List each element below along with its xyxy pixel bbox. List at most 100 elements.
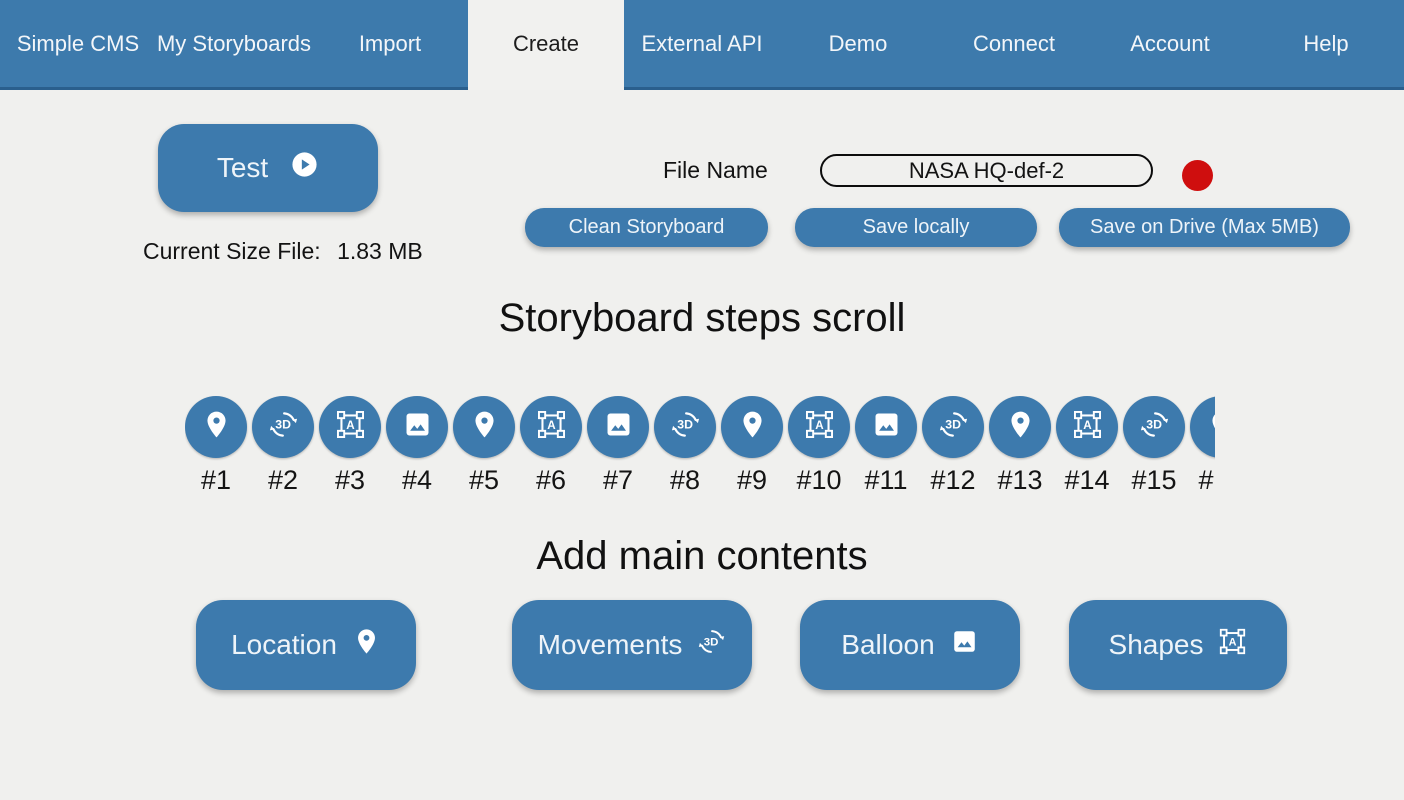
storyboard-step-label: #13	[997, 465, 1043, 495]
nav-item-label: Simple CMS	[16, 30, 140, 56]
3d-rotation-icon: 3D	[697, 627, 726, 663]
storyboard-step: 3D #2	[252, 396, 314, 496]
storyboard-step: 3D #15	[1123, 396, 1185, 496]
content-button-label: Movements	[537, 629, 683, 660]
svg-text:3D: 3D	[704, 636, 719, 648]
nav-item-label: Demo	[828, 30, 888, 56]
storyboard-step-label: #10	[796, 465, 842, 495]
nav-item-label: My Storyboards	[156, 30, 312, 56]
storyboard-step-circle[interactable]	[185, 396, 247, 458]
storyboard-step: #11	[855, 396, 917, 496]
storyboard-step: #16	[1190, 396, 1215, 496]
nav-item-my-storyboards[interactable]: My Storyboards	[156, 0, 312, 90]
nav-item-demo[interactable]: Demo	[780, 0, 936, 90]
save-on-drive-label: Save on Drive (Max 5MB)	[1090, 216, 1319, 238]
storyboard-step-circle[interactable]	[855, 396, 917, 458]
storyboard-step: #4	[386, 396, 448, 496]
storyboard-step-label: #2	[267, 465, 299, 495]
location-pin-icon	[1005, 409, 1036, 445]
save-locally-label: Save locally	[862, 216, 970, 238]
location-pin-icon	[201, 409, 232, 445]
storyboard-step-circle[interactable]: A	[319, 396, 381, 458]
save-locally-button[interactable]: Save locally	[795, 208, 1037, 247]
storyboard-steps-strip: #1 3D #2 A #3 #4 #5 A #6	[185, 396, 1215, 496]
storyboard-step: 3D #12	[922, 396, 984, 496]
svg-text:A: A	[547, 419, 556, 432]
svg-text:3D: 3D	[677, 418, 693, 432]
content-button-label: Shapes	[1108, 629, 1204, 660]
test-button[interactable]: Test	[158, 124, 378, 212]
current-size-file: Current Size File: 1.83 MB	[143, 238, 463, 265]
storyboard-step-label: #11	[864, 465, 908, 495]
storyboard-step-label: #5	[468, 465, 500, 495]
nav-item-label: Help	[1303, 30, 1349, 56]
location-button[interactable]: Location	[196, 600, 416, 690]
nav-item-account[interactable]: Account	[1092, 0, 1248, 90]
storyboard-steps-title: Storyboard steps scroll	[498, 296, 906, 340]
storyboard-step-circle[interactable]: 3D	[654, 396, 716, 458]
storyboard-step: A #3	[319, 396, 381, 496]
nav-item-label: External API	[641, 30, 763, 56]
storyboard-step: #1	[185, 396, 247, 496]
storyboard-steps-scroll[interactable]: #1 3D #2 A #3 #4 #5 A #6	[185, 396, 1215, 500]
content-button-label: Balloon	[841, 629, 935, 660]
storyboard-step-circle[interactable]	[587, 396, 649, 458]
svg-text:3D: 3D	[1146, 418, 1162, 432]
image-icon	[871, 409, 902, 445]
format-shapes-icon: A	[1218, 627, 1247, 663]
storyboard-step-circle[interactable]	[989, 396, 1051, 458]
storyboard-step-circle[interactable]: 3D	[922, 396, 984, 458]
3d-rotation-icon: 3D	[670, 409, 701, 445]
storyboard-step: A #14	[1056, 396, 1118, 496]
balloon-button[interactable]: Balloon	[800, 600, 1020, 690]
nav-item-import[interactable]: Import	[312, 0, 468, 90]
storyboard-step-label: #1	[200, 465, 232, 495]
storyboard-step-circle[interactable]	[453, 396, 515, 458]
movements-button[interactable]: Movements 3D	[512, 600, 752, 690]
storyboard-step: A #6	[520, 396, 582, 496]
nav-item-connect[interactable]: Connect	[936, 0, 1092, 90]
location-pin-icon	[352, 627, 381, 663]
location-pin-icon	[737, 409, 768, 445]
nav-item-create[interactable]: Create	[468, 0, 624, 90]
clean-storyboard-button[interactable]: Clean Storyboard	[525, 208, 768, 247]
3d-rotation-icon: 3D	[268, 409, 299, 445]
storyboard-step-circle[interactable]: 3D	[252, 396, 314, 458]
storyboard-step-label: #7	[602, 465, 634, 495]
current-size-value: 1.83 MB	[337, 238, 423, 264]
format-shapes-icon: A	[804, 409, 835, 445]
image-icon	[603, 409, 634, 445]
file-name-label: File Name	[663, 157, 768, 183]
storyboard-step-circle[interactable]: A	[1056, 396, 1118, 458]
svg-text:A: A	[1083, 419, 1092, 432]
current-size-label: Current Size File:	[143, 238, 321, 264]
shapes-button[interactable]: Shapes A	[1069, 600, 1287, 690]
storyboard-step-circle[interactable]	[386, 396, 448, 458]
add-main-contents-title: Add main contents	[536, 534, 868, 578]
storyboard-step-circle[interactable]	[1190, 396, 1215, 458]
storyboard-step: A #10	[788, 396, 850, 496]
nav-item-help[interactable]: Help	[1248, 0, 1404, 90]
image-icon	[950, 627, 979, 663]
storyboard-step-circle[interactable]: A	[520, 396, 582, 458]
test-button-label: Test	[216, 152, 269, 183]
file-name-input[interactable]	[820, 154, 1153, 187]
image-icon	[402, 409, 433, 445]
nav-item-label: Account	[1130, 30, 1210, 56]
storyboard-step-circle[interactable]: 3D	[1123, 396, 1185, 458]
svg-text:3D: 3D	[945, 418, 961, 432]
3d-rotation-icon: 3D	[938, 409, 969, 445]
status-dot	[1182, 160, 1213, 191]
storyboard-step-circle[interactable]: A	[788, 396, 850, 458]
nav-item-simple-cms[interactable]: Simple CMS	[0, 0, 156, 90]
nav-item-external-api[interactable]: External API	[624, 0, 780, 90]
storyboard-step-label: #15	[1131, 465, 1177, 495]
svg-text:A: A	[815, 419, 824, 432]
storyboard-step-label: #6	[535, 465, 567, 495]
storyboard-step-label: #4	[401, 465, 433, 495]
3d-rotation-icon: 3D	[1139, 409, 1170, 445]
save-on-drive-button[interactable]: Save on Drive (Max 5MB)	[1059, 208, 1350, 247]
storyboard-step-circle[interactable]	[721, 396, 783, 458]
content-button-label: Location	[231, 629, 337, 660]
